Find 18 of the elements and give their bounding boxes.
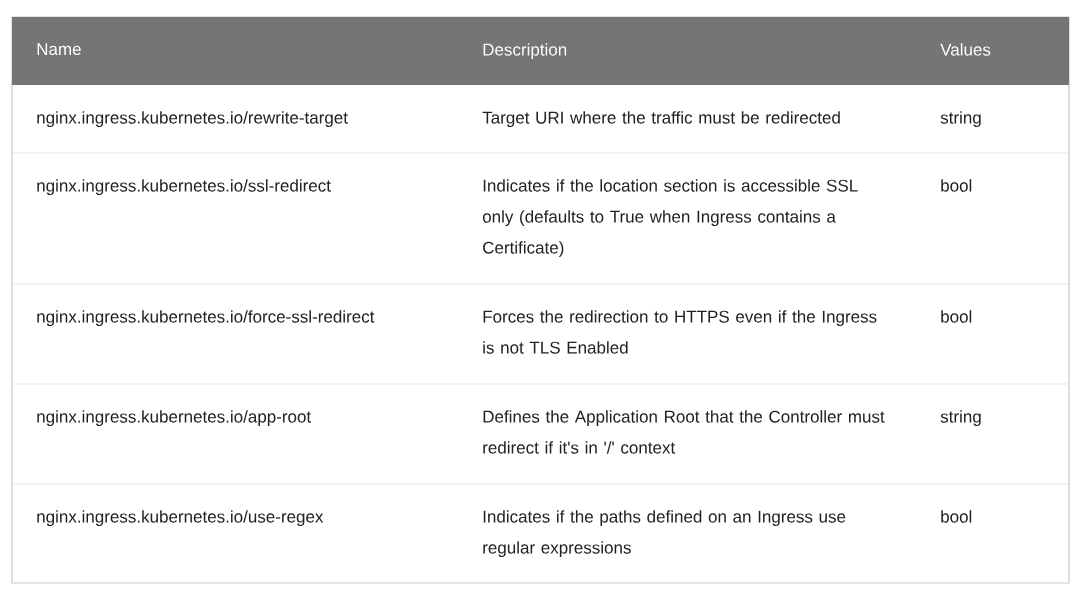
column-header: Values (940, 43, 991, 56)
description-text: Indicates if the location section is accessible SSL only (defaults to True when Ingress contains a Certificate) (482, 179, 858, 258)
value-type: string (940, 410, 981, 427)
description-text: Target URI where the traffic must be redirected (482, 111, 840, 128)
annotation-name: nginx.ingress.kubernetes.io/app-root (37, 410, 312, 427)
annotation-name: nginx.ingress.kubernetes.io/rewrite-target (37, 111, 348, 128)
annotation-name: nginx.ingress.kubernetes.io/force-ssl-redirect (37, 310, 375, 327)
value-type: string (940, 111, 981, 128)
column-header: Description (483, 43, 567, 60)
value-type: bool (941, 510, 972, 523)
column-header: Name (37, 43, 81, 56)
value-type: bool (941, 310, 972, 323)
description-text: Indicates if the paths defined on an Ingress use regular expressions (483, 510, 846, 558)
annotation-name: nginx.ingress.kubernetes.io/use-regex (37, 510, 324, 527)
description-text: Defines the Application Root that the Controller must redirect if it's in '/' context (483, 410, 885, 454)
value-type: bool (941, 179, 972, 192)
description-text: Forces the redirection to HTTPS even if the Ingress is not TLS Enabled (483, 310, 877, 354)
annotation-name: nginx.ingress.kubernetes.io/ssl-redirect (37, 179, 331, 196)
